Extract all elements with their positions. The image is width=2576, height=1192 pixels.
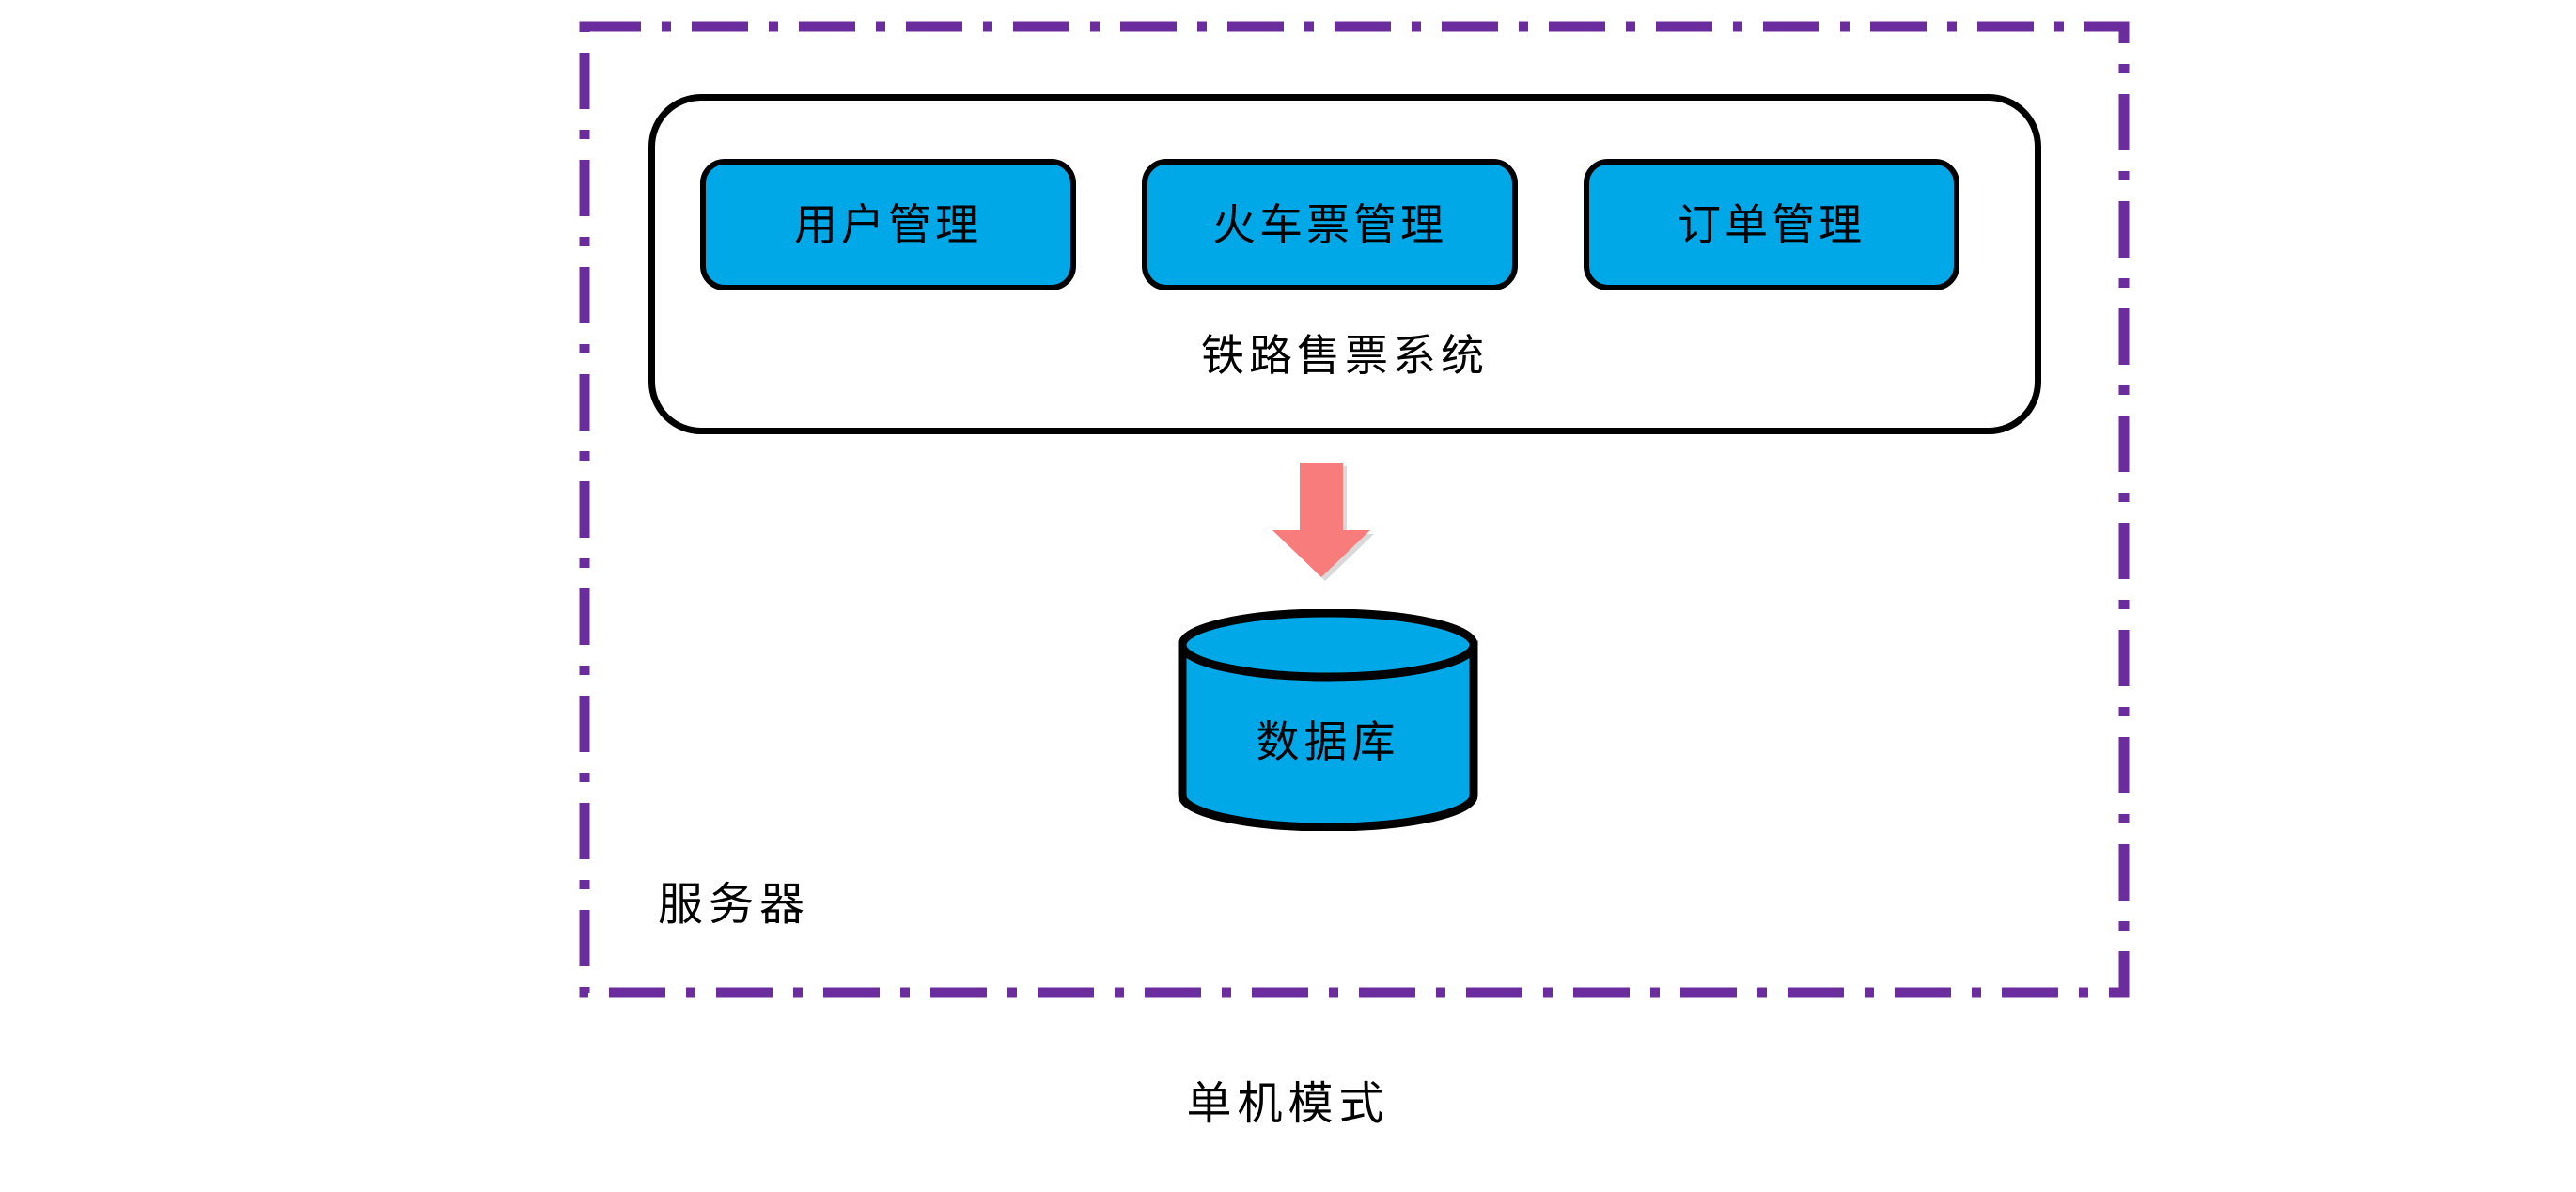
server-label: 服务器 (658, 878, 811, 931)
flow-arrow-down-icon (1269, 463, 1382, 585)
database-label: 数据库 (1256, 716, 1400, 767)
module-box-user-management[interactable]: 用户管理 (700, 159, 1076, 290)
system-title: 铁路售票系统 (1201, 330, 1489, 381)
module-box-train-ticket-management[interactable]: 火车票管理 (1142, 159, 1518, 290)
module-label: 用户管理 (794, 199, 982, 250)
cylinder-body (1178, 640, 1478, 831)
cylinder-top (1178, 609, 1478, 682)
module-label: 订单管理 (1678, 199, 1866, 250)
server-boundary (579, 21, 2130, 998)
arrow-body (1272, 463, 1370, 577)
module-box-order-management[interactable]: 订单管理 (1584, 159, 1959, 290)
server-boundary-rect (579, 21, 2130, 998)
system-container: 用户管理 火车票管理 订单管理 铁路售票系统 (648, 94, 2041, 434)
database-node[interactable]: 数据库 (1177, 609, 1479, 831)
module-label: 火车票管理 (1212, 199, 1447, 250)
diagram-caption: 单机模式 (1186, 1077, 1390, 1130)
modules-row: 用户管理 火车票管理 订单管理 (655, 101, 2035, 428)
